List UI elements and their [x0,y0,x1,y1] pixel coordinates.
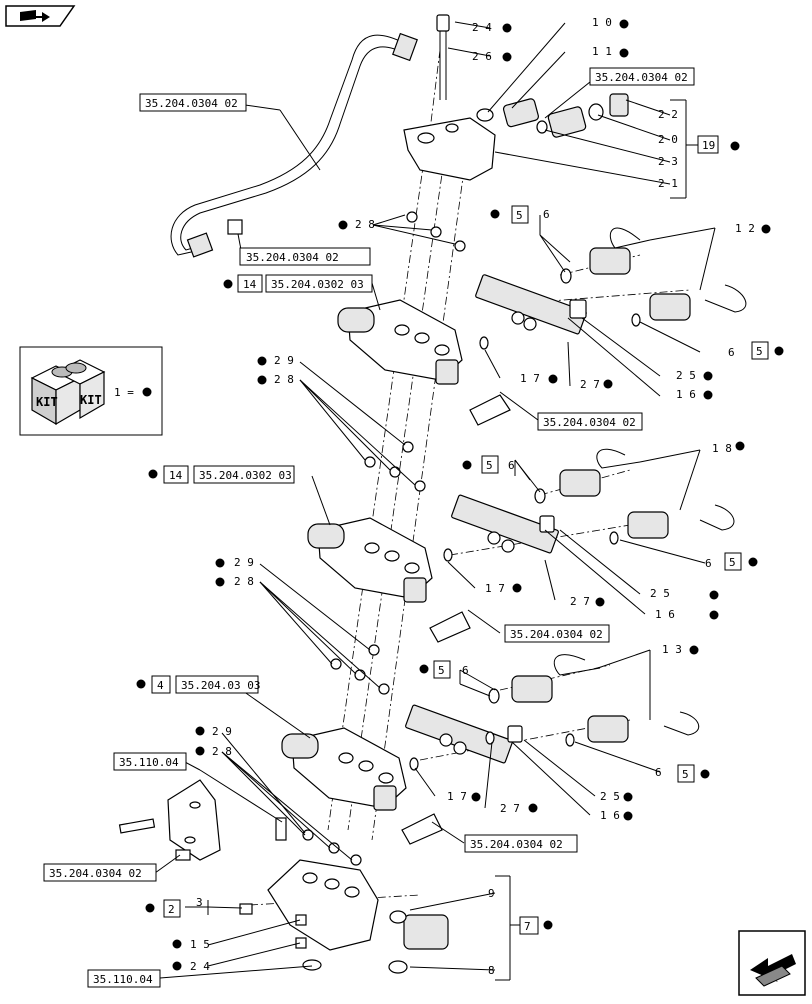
label-28-b: 2 8 [274,373,294,386]
ref-35-204-0302-03-b: 35.204.0302 03 [199,469,292,482]
label-16-c: 1 6 [600,809,620,822]
ref-35-204-0304-02-lever-2: 35.204.0304 02 [510,628,603,641]
label-8: 8 [488,964,495,977]
reference-box-lever-2: 35.204.0304 02 [504,624,610,643]
kit-label-right: KIT [80,393,102,407]
boxed-19: 19 [702,139,715,152]
ref-35-204-0304-02-pipe-end: 35.204.0304 02 [246,251,339,264]
label-28-d: 2 8 [212,745,232,758]
label-6-b: 6 [728,346,735,359]
label-26: 2 6 [472,50,492,63]
label-24-top: 2 4 [472,21,492,34]
reference-box-pipe: 35.204.0304 02 [139,93,247,112]
label-29-b: 2 9 [234,556,254,569]
ref-35-204-0304-02-bracket: 35.204.0304 02 [49,867,142,880]
label-27-a: 2 7 [580,378,600,391]
ref-35-204-0304-02-lever-1: 35.204.0304 02 [543,416,636,429]
label-17-b: 1 7 [485,582,505,595]
label-24-bottom: 2 4 [190,960,210,973]
return-arrow-nav-button[interactable] [738,930,806,996]
ref-35-204-0304-02-top: 35.204.0304 02 [595,71,688,84]
reference-box-lever-3: 35.204.0304 02 [464,834,578,853]
reference-box-bracket: 35.110.04 [113,752,187,771]
label-6-d: 6 [705,557,712,570]
label-29-c: 2 9 [212,725,232,738]
callout-labels: 2 4 2 6 1 0 1 1 2 2 2 0 2 3 2 1 2 8 6 1 … [190,16,755,977]
label-12: 1 2 [735,222,755,235]
kit-equals-text: 1 = [114,386,134,399]
label-9: 9 [488,887,495,900]
reference-box-bracket-bolts: 35.204.0304 02 [43,863,157,882]
label-18: 1 8 [712,442,732,455]
label-21: 2 1 [658,177,678,190]
reference-box-section-1: 14 35.204.0302 03 [237,274,373,293]
leader-lines [154,21,716,981]
boxed-14-b: 14 [169,469,183,482]
label-27-b: 2 7 [570,595,590,608]
boxed-item-numbers: 19 5 5 5 5 5 5 2 7 [163,135,769,935]
ref-35-204-0304-02-pipe: 35.204.0304 02 [145,97,238,110]
ref-35-110-04-b: 35.110.04 [93,973,153,986]
label-22: 2 2 [658,108,678,121]
reference-box-section-3: 4 35.204.03 03 [151,675,260,694]
kit-label-left: KIT [36,395,58,409]
label-16-a: 1 6 [676,388,696,401]
label-16-b: 1 6 [655,608,675,621]
label-23: 2 3 [658,155,678,168]
label-25-c: 2 5 [600,790,620,803]
kit-marker-dots [136,19,784,971]
valve-section-1 [337,211,747,426]
boxed-2: 2 [168,903,175,916]
label-10: 1 0 [592,16,612,29]
valve-section-3 [281,644,700,866]
boxed-5-d: 5 [729,556,736,569]
bracket-and-end-cover [118,779,449,974]
label-6-e: 6 [462,664,469,677]
boxed-5-b: 5 [756,345,763,358]
hydraulic-pipe [170,32,418,258]
boxed-5-a: 5 [516,209,523,222]
label-28-a: 2 8 [355,218,375,231]
boxed-14-a: 14 [243,278,257,291]
label-29-a: 2 9 [274,354,294,367]
label-6-f: 6 [655,766,662,779]
boxed-7: 7 [524,920,531,933]
return-arrow-icon [738,930,806,996]
label-20: 2 0 [658,133,678,146]
label-28-c: 2 8 [234,575,254,588]
boxed-4: 4 [157,679,164,692]
reference-box-top-fitting: 35.204.0304 02 [589,67,695,86]
ref-35-110-04-a: 35.110.04 [119,756,179,769]
label-17-c: 1 7 [447,790,467,803]
label-17-a: 1 7 [520,372,540,385]
book-arrow-nav-button[interactable] [4,4,76,28]
label-25-b: 2 5 [650,587,670,600]
label-6-a: 6 [543,208,550,221]
ref-35-204-0302-03-a: 35.204.0302 03 [271,278,364,291]
boxed-5-c: 5 [486,459,493,472]
label-15: 1 5 [190,938,210,951]
boxed-5-e: 5 [438,664,445,677]
valve-section-2 [307,441,735,643]
ref-35-204-03-03: 35.204.03 03 [181,679,260,692]
reference-box-section-2: 14 35.204.0302 03 [163,465,295,484]
label-6-c: 6 [508,459,515,472]
kit-boxes-icon: KIT KIT [30,359,106,426]
label-27-c: 2 7 [500,802,520,815]
reference-box-lever-1: 35.204.0304 02 [537,412,643,431]
label-11: 1 1 [592,45,612,58]
book-arrow-icon [5,5,76,27]
kit-legend: KIT KIT 1 = [19,346,163,436]
ref-35-204-0304-02-lever-3: 35.204.0304 02 [470,838,563,851]
label-3: 3 [196,896,203,909]
top-cover-block [403,14,629,181]
reference-box-pipe-end: 35.204.0304 02 [239,247,371,266]
boxed-5-f: 5 [682,768,689,781]
label-25-a: 2 5 [676,369,696,382]
label-13: 1 3 [662,643,682,656]
reference-box-bottom: 35.110.04 [87,969,161,988]
